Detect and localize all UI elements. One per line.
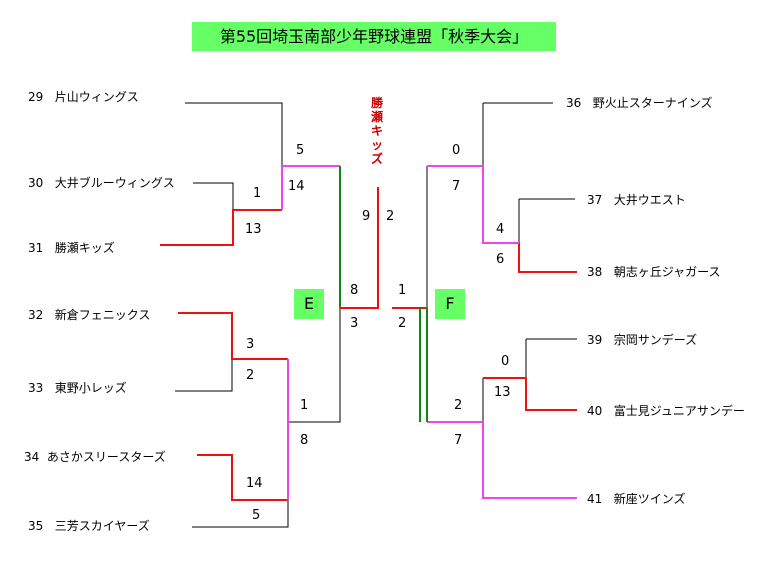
team-number: 29 (28, 90, 44, 104)
team-number: 31 (28, 241, 44, 255)
score: 5 (252, 508, 261, 523)
score: 3 (350, 316, 359, 331)
champion-label: 勝瀬キッズ (370, 96, 383, 166)
team-name: 宗岡サンデーズ (613, 333, 698, 347)
score: 6 (496, 252, 505, 267)
score: 1 (253, 186, 262, 201)
team-name: あさかスリースターズ (46, 450, 166, 464)
team-number: 34 (24, 450, 40, 464)
team-name: 三芳スカイヤーズ (54, 519, 150, 533)
team-number: 41 (587, 492, 603, 506)
team-name: 片山ウィングス (54, 90, 139, 104)
team-name: 東野小レッズ (54, 381, 127, 395)
score: 5 (296, 143, 305, 158)
team-entry: 31 勝瀬キッズ (28, 241, 115, 255)
team-name: 富士見ジュニアサンデー (613, 404, 745, 418)
team-number: 37 (587, 193, 603, 207)
team-name: 野火止スターナインズ (592, 96, 713, 110)
team-entry: 33 東野小レッズ (28, 381, 127, 395)
line-final-left (340, 187, 379, 309)
line-31 (160, 209, 282, 246)
score: 2 (246, 368, 255, 383)
score: 1 (300, 398, 309, 413)
team-name: 勝瀬キッズ (54, 241, 115, 255)
team-number: 40 (587, 404, 603, 418)
score: 3 (246, 337, 255, 352)
line-41 (427, 421, 577, 499)
score: 0 (452, 143, 461, 158)
page-title: 第55回埼玉南部少年野球連盟「秋季大会」 (192, 22, 556, 51)
team-number: 33 (28, 381, 44, 395)
line-33 (175, 359, 233, 392)
line-30 (193, 182, 234, 210)
block-e-label: E (294, 289, 324, 319)
team-name: 新倉フェニックス (54, 308, 151, 322)
score: 8 (300, 433, 309, 448)
team-entry: 39 宗岡サンデーズ (587, 333, 697, 347)
score: 14 (246, 476, 263, 491)
score: 7 (452, 179, 461, 194)
block-f-label: F (435, 289, 465, 319)
team-entry: 36 野火止スターナインズ (566, 96, 713, 110)
line-35 (192, 500, 289, 528)
team-number: 39 (587, 333, 603, 347)
team-number: 32 (28, 308, 44, 322)
score: 1 (398, 283, 407, 298)
team-entry: 41 新座ツインズ (587, 492, 686, 506)
score: 8 (350, 283, 359, 298)
team-name: 新座ツインズ (613, 492, 686, 506)
score: 4 (496, 222, 505, 237)
line-40 (525, 378, 577, 411)
score: 9 (362, 209, 371, 224)
score: 13 (494, 385, 511, 400)
team-entry: 34 あさかスリースターズ (24, 450, 166, 464)
line-32 (178, 312, 288, 360)
score: 7 (454, 433, 463, 448)
score: 14 (288, 179, 305, 194)
team-entry: 32 新倉フェニックス (28, 308, 150, 322)
team-name: 朝志ヶ丘ジャガース (613, 265, 721, 279)
line-left-upper-adv (281, 165, 340, 210)
team-number: 30 (28, 176, 44, 190)
team-entry: 40 富士見ジュニアサンデー (587, 404, 745, 418)
team-entry: 29 片山ウィングス (28, 90, 139, 104)
team-number: 35 (28, 519, 44, 533)
line-29 (185, 102, 283, 165)
line-e-low-lose (288, 308, 341, 423)
score: 2 (398, 316, 407, 331)
team-name: 大井ウエスト (613, 193, 686, 207)
team-entry: 37 大井ウエスト (587, 193, 686, 207)
team-number: 38 (587, 265, 603, 279)
score: 2 (454, 398, 463, 413)
score: 13 (245, 222, 262, 237)
line-34 (197, 454, 288, 501)
team-entry: 30 大井ブルーウィングス (28, 176, 175, 190)
line-right-upper-adv (427, 165, 519, 244)
team-name: 大井ブルーウィングス (54, 176, 175, 190)
team-number: 36 (566, 96, 582, 110)
score: 0 (501, 354, 510, 369)
team-entry: 35 三芳スカイヤーズ (28, 519, 150, 533)
line-38 (518, 243, 577, 273)
team-entry: 38 朝志ヶ丘ジャガース (587, 265, 721, 279)
score: 2 (386, 209, 395, 224)
